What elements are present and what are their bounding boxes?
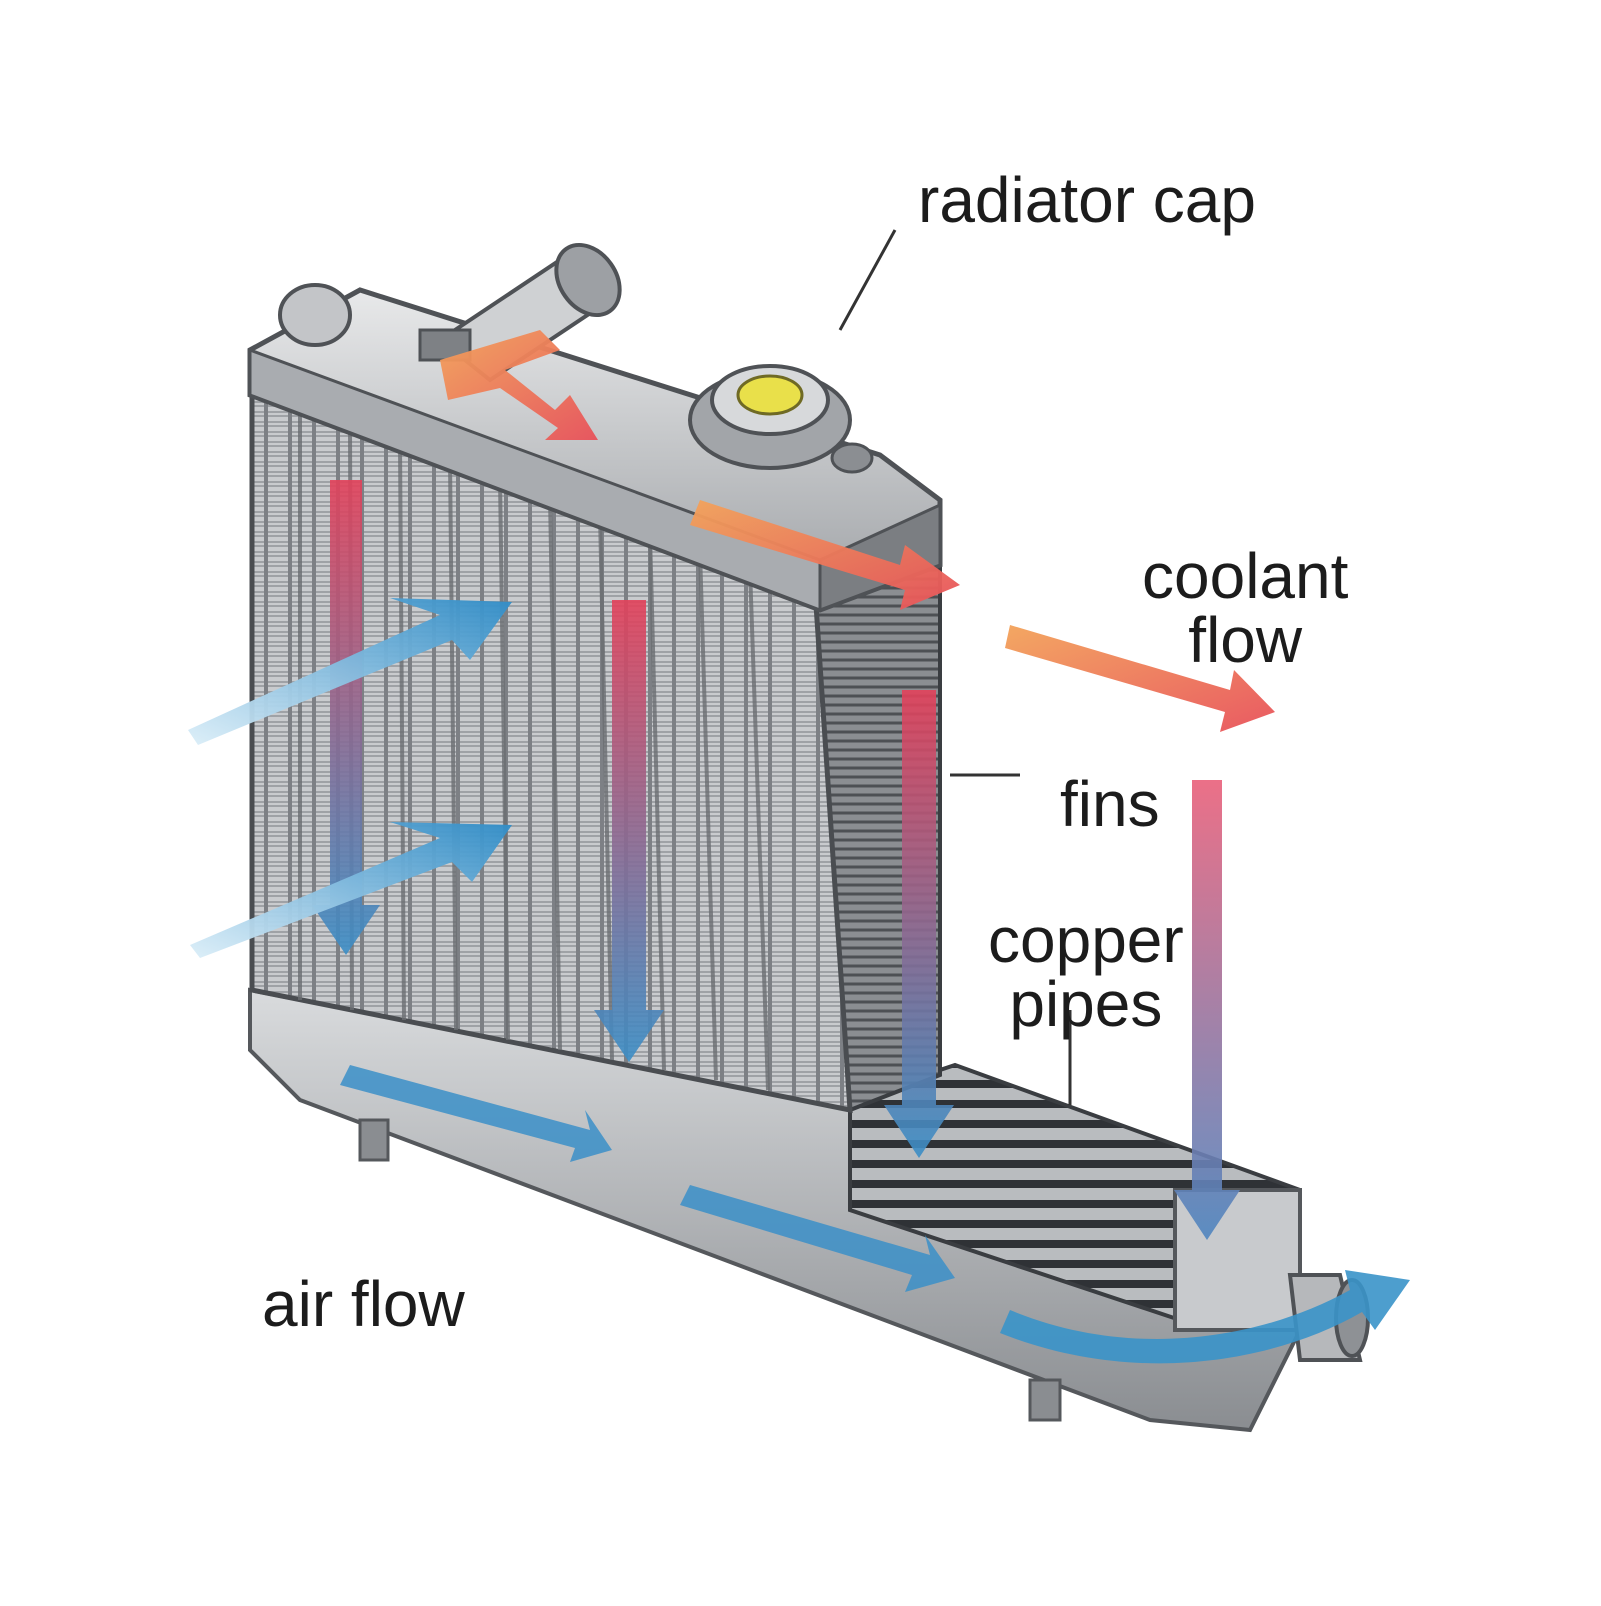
air-flow-arrows [188, 598, 1410, 1364]
copper-pipes-label: copper pipes [988, 908, 1184, 1036]
radiator-cap-leader [838, 229, 897, 331]
coolant-flow-line-2: flow [1188, 604, 1303, 676]
radiator-cap-graphic [688, 364, 874, 474]
copper-pipes-line-2: pipes [1009, 968, 1163, 1040]
coolant-flow-line-1: coolant [1142, 540, 1349, 612]
air-flow-text: air flow [262, 1268, 465, 1340]
fins-text: fins [1060, 768, 1160, 840]
radiator-cap-label: radiator cap [918, 168, 1256, 232]
copper-pipes-line-1: copper [988, 904, 1184, 976]
leader-lines [838, 229, 1072, 1105]
coolant-flow-label: coolant flow [1142, 544, 1348, 672]
coolant-pipe-arrows [312, 480, 1240, 1240]
fins-label: fins [1060, 772, 1160, 836]
hot-coolant-arrows [440, 330, 1275, 732]
radiator-cap-text: radiator cap [918, 164, 1256, 236]
air-flow-label: air flow [262, 1272, 465, 1336]
